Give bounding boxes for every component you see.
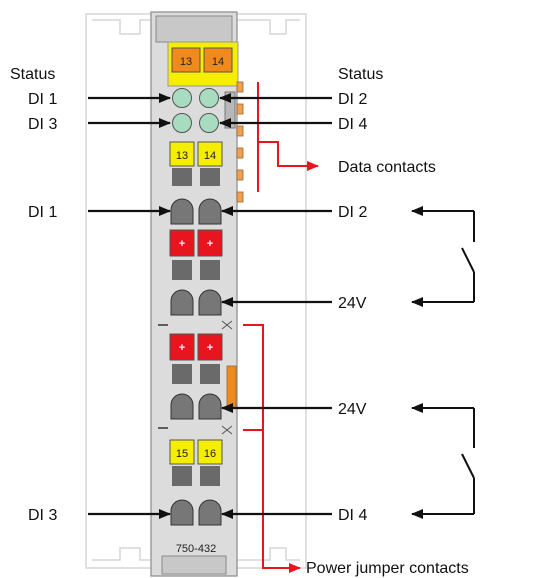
input-label-di1: DI 1 (28, 204, 57, 221)
section-divider-lower (158, 425, 233, 435)
terminal-block-13-14: 13 14 (169, 141, 223, 186)
io-module-housing (150, 11, 238, 577)
status-leds (172, 88, 236, 133)
input-label-di2: DI 2 (338, 204, 367, 221)
power-jumper-bracket (243, 324, 301, 573)
top-terminal-block: 13 14 (167, 41, 239, 87)
terminal-block-plus-upper: + + (169, 229, 223, 280)
supply-label-24v-lower: 24V (338, 401, 367, 418)
led-label-di1: DI 1 (28, 91, 57, 108)
section-divider-upper (158, 320, 233, 330)
led-di3 (172, 113, 192, 133)
data-contacts-label: Data contacts (338, 159, 436, 176)
terminal-label-15: 15 (176, 448, 188, 460)
terminal-label-top-14: 14 (212, 56, 224, 68)
terminal-block-plus-lower: + + (169, 333, 237, 409)
led-di4 (199, 113, 219, 133)
connector-row-24v-lower (170, 393, 222, 420)
switch-circuit-upper (411, 206, 475, 307)
terminal-label-16: 16 (204, 448, 216, 460)
data-contact-pins (236, 81, 244, 203)
power-jumper-contacts-label: Power jumper contacts (306, 560, 469, 577)
terminal-label-13: 13 (176, 150, 188, 162)
supply-label-24v-upper: 24V (338, 295, 367, 312)
input-label-di4: DI 4 (338, 507, 367, 524)
terminal-label-14: 14 (204, 150, 216, 162)
led-label-di4: DI 4 (338, 116, 367, 133)
led-di1 (172, 88, 192, 108)
model-number: 750-432 (176, 543, 216, 555)
terminal-label-top-13: 13 (180, 56, 192, 68)
left-signal-arrows (88, 93, 171, 519)
led-label-di3: DI 3 (28, 116, 57, 133)
right-signal-arrows (219, 93, 332, 519)
status-label-left: Status (10, 66, 55, 83)
plus-label-upper-right: + (207, 238, 213, 250)
status-label-right: Status (338, 66, 383, 83)
led-di2 (199, 88, 219, 108)
terminal-block-15-16: 15 16 (169, 439, 223, 486)
power-jumper-contact (226, 365, 237, 409)
connector-row-di3-di4 (170, 499, 222, 526)
data-contacts-bracket (257, 82, 319, 192)
led-label-di2: DI 2 (338, 91, 367, 108)
plus-label-lower-right: + (207, 342, 213, 354)
plus-label-upper-left: + (179, 238, 185, 250)
plus-label-lower-left: + (179, 342, 185, 354)
input-label-di3: DI 3 (28, 507, 57, 524)
switch-circuit-lower (411, 403, 475, 519)
